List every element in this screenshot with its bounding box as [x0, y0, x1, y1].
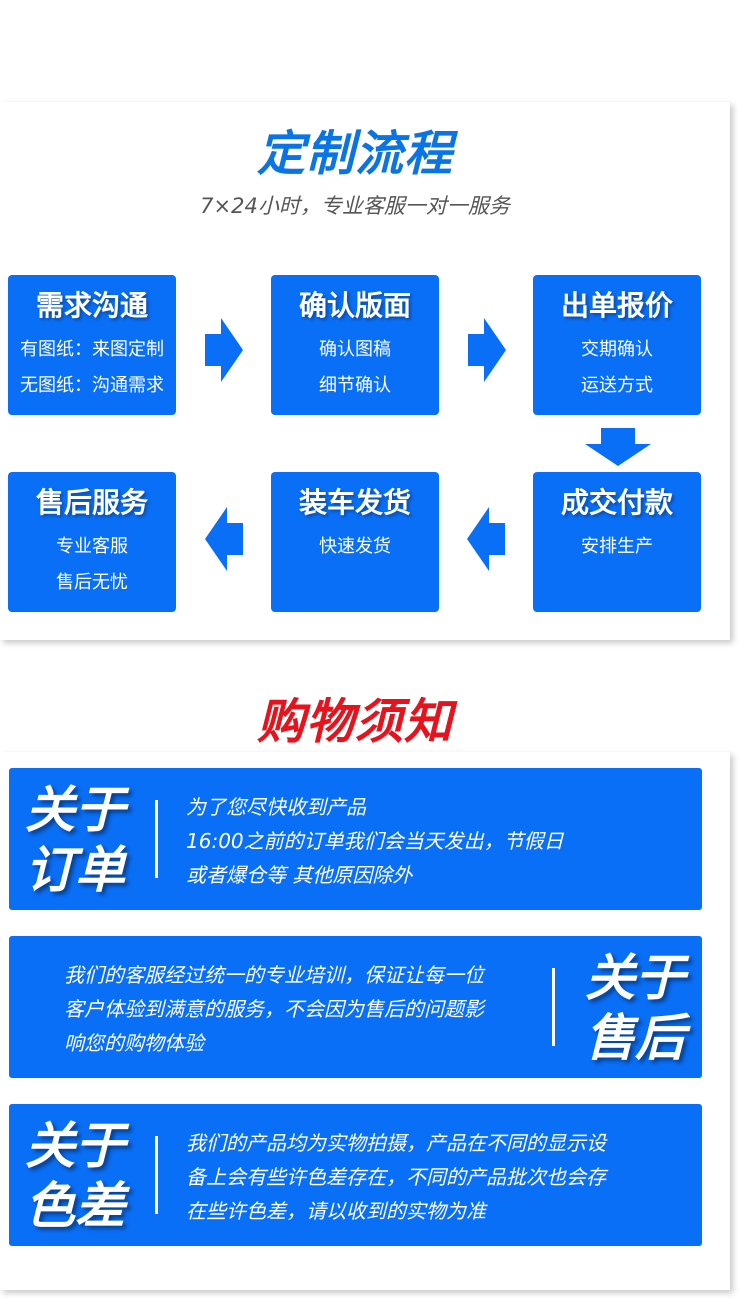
step-title: 装车发货	[298, 486, 411, 519]
step-title: 需求沟通	[35, 289, 148, 322]
notice-heading: 关于 售后	[585, 948, 695, 1068]
heading-line: 关于	[25, 1117, 125, 1175]
notice-heading: 关于 色差	[25, 1116, 135, 1236]
body-line: 在些许色差，请以收到的实物为准	[186, 1199, 486, 1223]
step-detail: 确认图稿	[319, 339, 391, 360]
arrow-down-icon	[585, 428, 651, 466]
heading-line: 订单	[25, 841, 125, 899]
body-line: 客户体验到满意的服务，不会因为售后的问题影	[64, 997, 484, 1021]
step-title: 售后服务	[35, 486, 148, 519]
step-quotation: 出单报价 交期确认 运送方式	[533, 275, 701, 415]
step-title: 成交付款	[560, 486, 673, 519]
step-payment: 成交付款 安排生产	[533, 472, 701, 612]
step-detail: 交期确认	[581, 339, 653, 360]
step-detail: 有图纸：来图定制	[20, 339, 164, 360]
body-line: 为了您尽快收到产品	[186, 795, 366, 819]
body-line: 16:00之前的订单我们会当天发出，节假日	[186, 829, 564, 853]
divider	[155, 800, 158, 878]
heading-line: 色差	[25, 1177, 125, 1235]
heading-line: 关于	[585, 949, 685, 1007]
step-detail: 快速发货	[319, 536, 391, 557]
heading-line: 售后	[585, 1009, 685, 1067]
notice-body: 我们的客服经过统一的专业培训，保证让每一位 客户体验到满意的服务，不会因为售后的…	[64, 958, 544, 1060]
arrow-right-icon	[468, 318, 506, 382]
step-shipping: 装车发货 快速发货	[271, 472, 439, 612]
divider	[155, 1136, 158, 1214]
step-detail: 售后无忧	[56, 572, 128, 593]
body-line: 响您的购物体验	[64, 1031, 204, 1055]
body-line: 备上会有些许色差存在，不同的产品批次也会存	[186, 1165, 606, 1189]
body-line: 或者爆仓等 其他原因除外	[186, 863, 413, 887]
divider	[552, 968, 555, 1046]
notice-body: 我们的产品均为实物拍摄，产品在不同的显示设 备上会有些许色差存在，不同的产品批次…	[186, 1126, 686, 1228]
body-line: 我们的产品均为实物拍摄，产品在不同的显示设	[186, 1131, 606, 1155]
arrow-right-icon	[205, 318, 243, 382]
heading-line: 关于	[25, 781, 125, 839]
process-title: 定制流程	[256, 126, 453, 182]
notice-title: 购物须知	[256, 694, 453, 750]
step-title: 出单报价	[560, 289, 673, 322]
notice-color-difference: 关于 色差 我们的产品均为实物拍摄，产品在不同的显示设 备上会有些许色差存在，不…	[9, 1104, 702, 1246]
arrow-left-icon	[205, 507, 243, 571]
step-confirm-layout: 确认版面 确认图稿 细节确认	[271, 275, 439, 415]
step-detail: 安排生产	[581, 536, 653, 557]
step-detail: 无图纸：沟通需求	[20, 375, 164, 396]
step-title: 确认版面	[298, 289, 411, 322]
notice-after-sales: 我们的客服经过统一的专业培训，保证让每一位 客户体验到满意的服务，不会因为售后的…	[9, 936, 702, 1078]
step-requirement-communication: 需求沟通 有图纸：来图定制 无图纸：沟通需求	[8, 275, 176, 415]
step-detail: 专业客服	[56, 536, 128, 557]
notice-body: 为了您尽快收到产品 16:00之前的订单我们会当天发出，节假日 或者爆仓等 其他…	[186, 790, 686, 892]
step-detail: 运送方式	[581, 375, 653, 396]
process-subtitle: 7×24小时，专业客服一对一服务	[200, 194, 510, 218]
step-detail: 细节确认	[319, 375, 391, 396]
arrow-left-icon	[467, 507, 505, 571]
body-line: 我们的客服经过统一的专业培训，保证让每一位	[64, 963, 484, 987]
notice-order: 关于 订单 为了您尽快收到产品 16:00之前的订单我们会当天发出，节假日 或者…	[9, 768, 702, 910]
notice-heading: 关于 订单	[25, 780, 135, 900]
step-after-sales: 售后服务 专业客服 售后无忧	[8, 472, 176, 612]
